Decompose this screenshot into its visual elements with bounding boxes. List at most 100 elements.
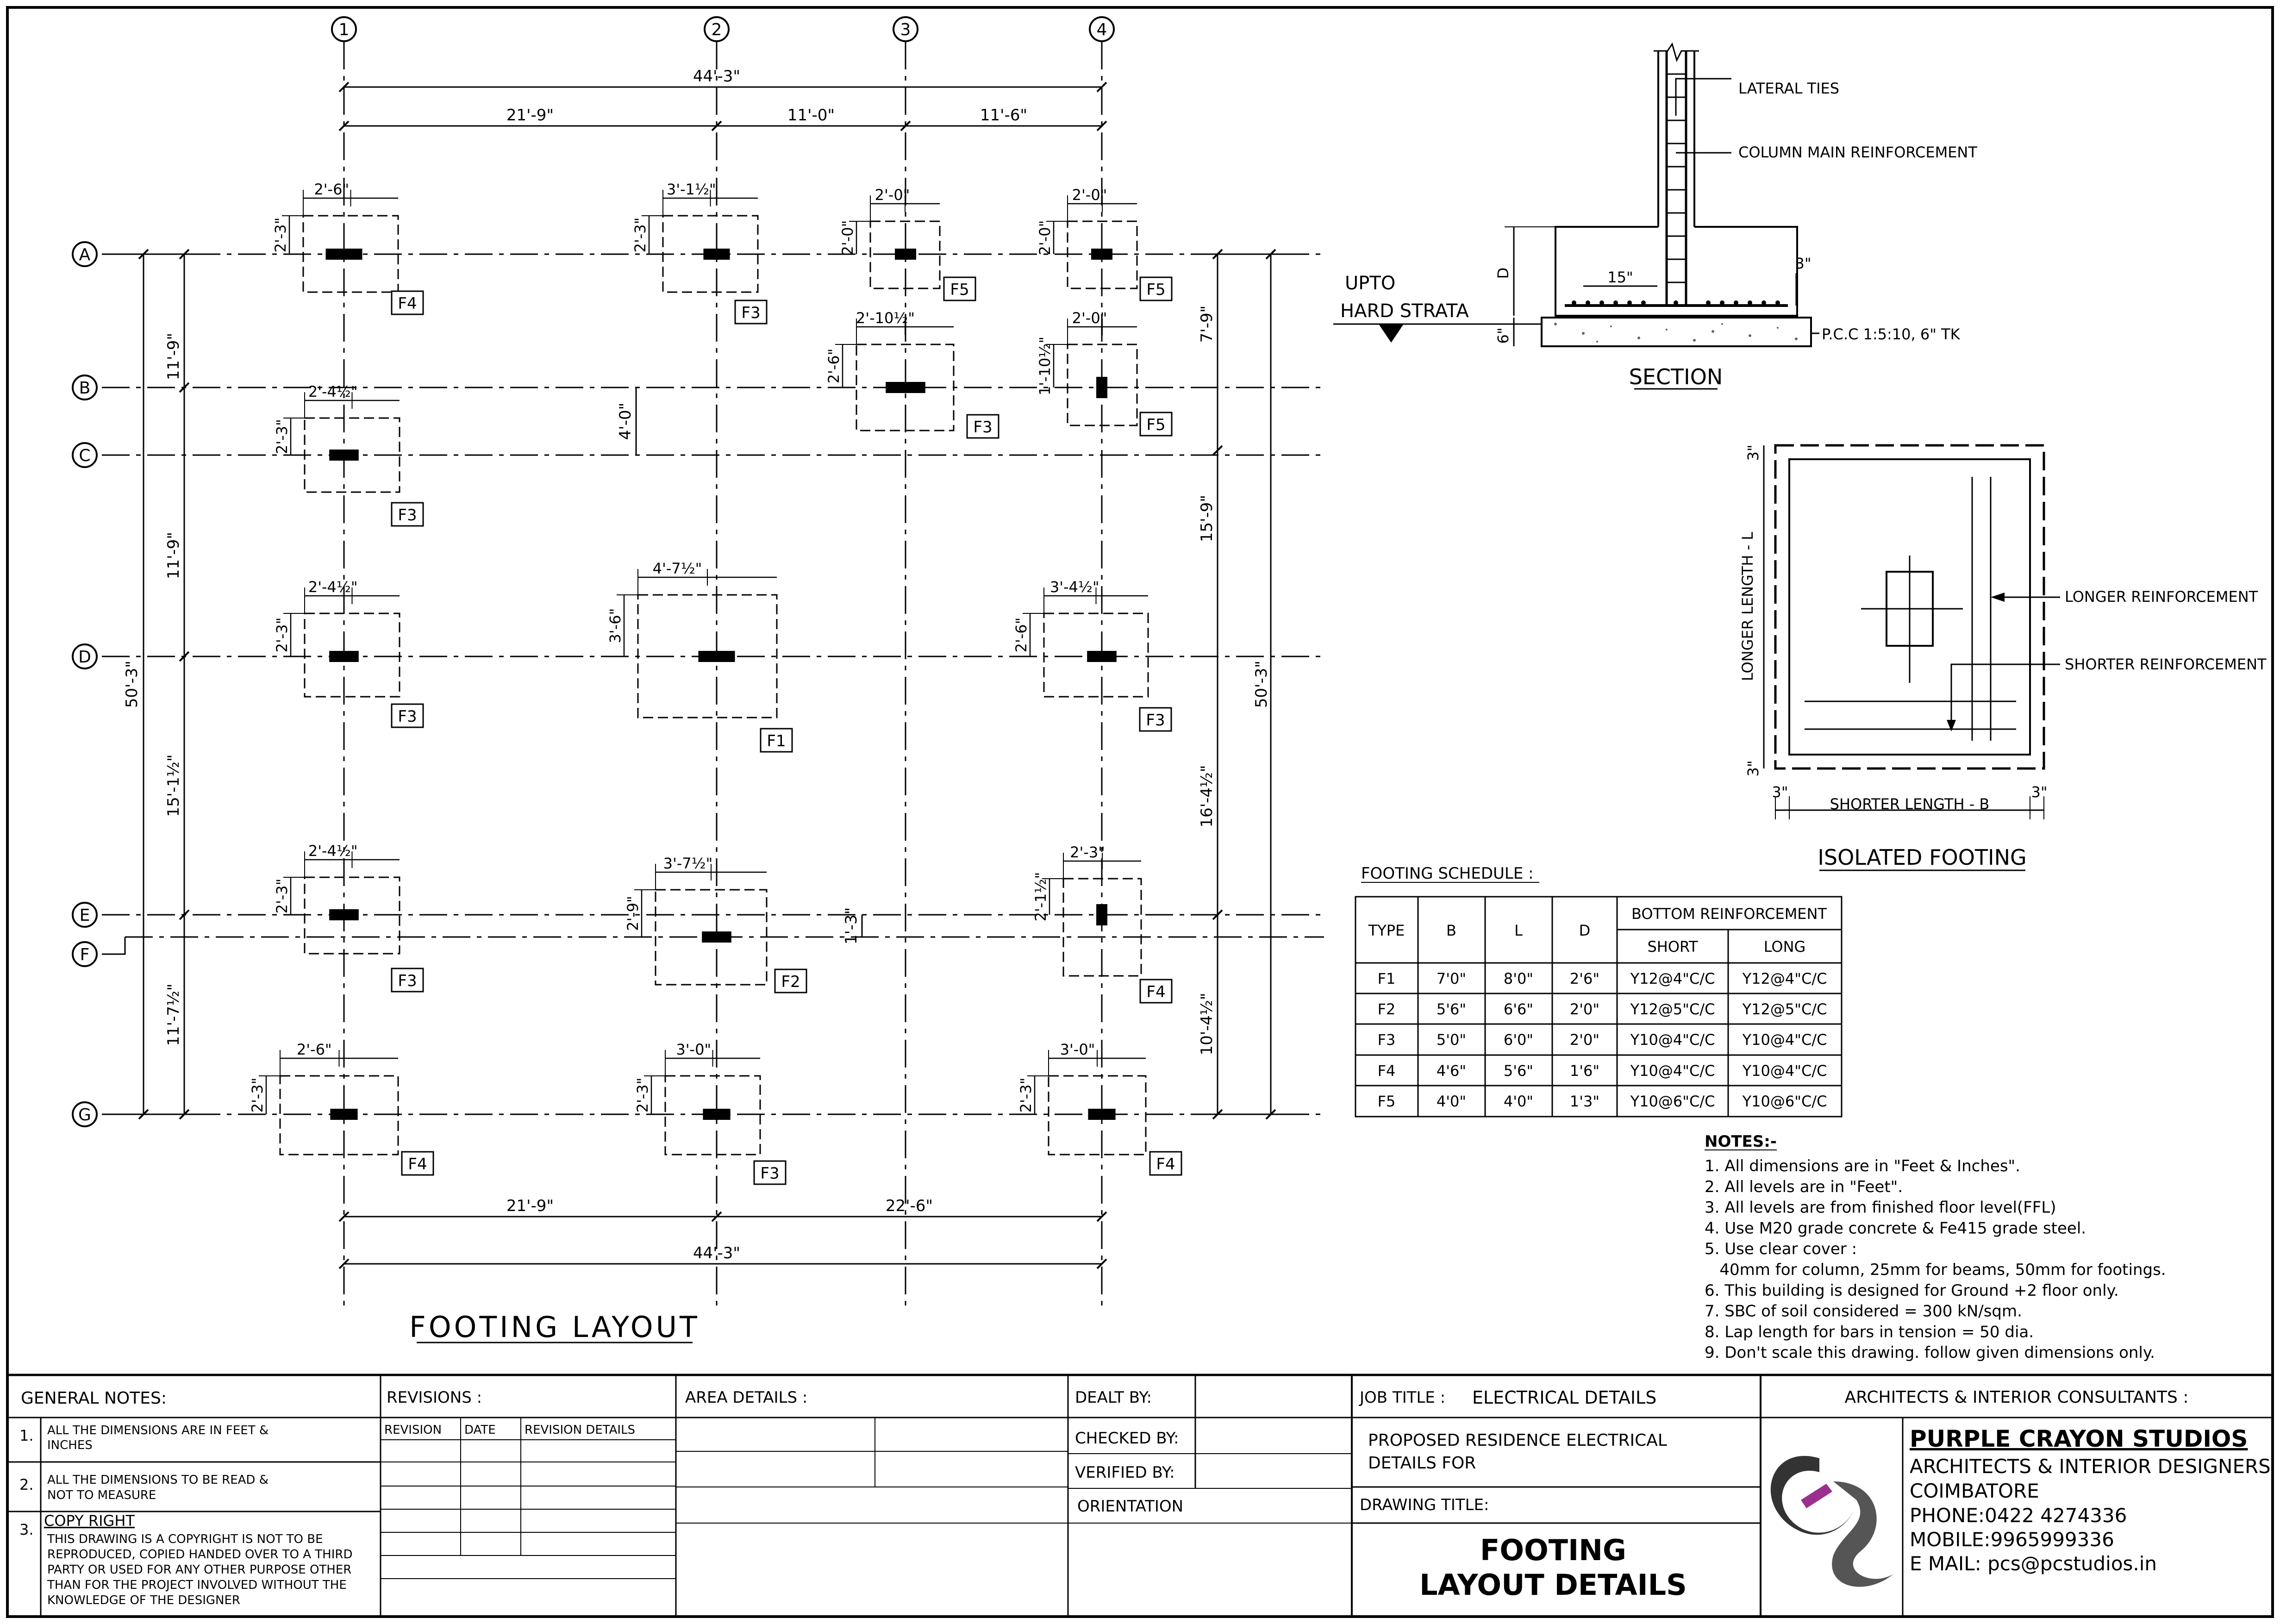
footing-tag: F3	[398, 506, 417, 525]
footing-tag-box	[774, 968, 807, 993]
schedule-cell: 1'3"	[1570, 1093, 1599, 1110]
footing-schedule-table: FOOTING SCHEDULE : TYPE B L D BOTTOM REI…	[1355, 864, 1843, 1118]
footing-tag-box	[760, 728, 793, 753]
cover-top: 3"	[1744, 444, 1762, 461]
label-longer-reinf: LONGER REINFORCEMENT	[2065, 588, 2258, 606]
firm-line-5: E MAIL: pcs@pcstudios.in	[1910, 1552, 2157, 1575]
schedule-cell: 4'0"	[1504, 1093, 1533, 1110]
column-block	[895, 249, 916, 260]
footing-tag-box	[943, 276, 976, 301]
drawing-title-line-1: FOOTING	[1480, 1533, 1626, 1567]
grid-label-c: C	[79, 446, 90, 465]
note-line: 9. Don't scale this drawing. follow give…	[1705, 1343, 2155, 1362]
footing-layout-plan: 1 2 3 4 A B C D E F G	[72, 16, 1324, 1344]
dim-6in: 6"	[1494, 327, 1512, 344]
footing-outline	[637, 594, 778, 718]
firm-line-4: MOBILE:9965999336	[1910, 1528, 2114, 1551]
firm-line-1: ARCHITECTS & INTERIOR DESIGNERS	[1910, 1455, 2271, 1478]
footing-height-label: 2'-3"	[273, 879, 291, 914]
schedule-cell: Y10@6"C/C	[1742, 1093, 1827, 1110]
footing-width-label: 2'-6"	[297, 1041, 332, 1058]
schedule-cell: Y12@5"C/C	[1742, 1000, 1827, 1018]
dim-right-seg1: 7'-9"	[1198, 306, 1216, 343]
dim-left-seg1: 11'-9"	[164, 333, 183, 380]
schedule-cell: 6'6"	[1504, 1000, 1533, 1018]
job-title-label: JOB TITLE :	[1359, 1388, 1445, 1407]
dim-15in: 15"	[1607, 269, 1633, 286]
schedule-cell: 2'6"	[1570, 970, 1599, 987]
footing-width-label: 2'-3"	[1070, 843, 1105, 861]
schedule-cell: 5'6"	[1437, 1000, 1466, 1018]
column-block	[698, 651, 735, 662]
footing-outline	[1048, 1075, 1147, 1156]
footing-outline	[279, 1075, 399, 1156]
column-block	[702, 931, 731, 943]
gn-1-line-2: INCHES	[47, 1438, 93, 1452]
dim-right-seg4: 10'-4½"	[1198, 993, 1216, 1055]
schedule-title: FOOTING SCHEDULE :	[1361, 864, 1534, 883]
footing-tag: F3	[398, 972, 417, 990]
grid-label-a: A	[79, 245, 91, 264]
grid-label-d: D	[78, 648, 91, 667]
schedule-cell: Y10@4"C/C	[1742, 1031, 1827, 1049]
gn-2-line-1: ALL THE DIMENSIONS TO BE READ &	[47, 1473, 269, 1487]
project-line-1: PROPOSED RESIDENCE ELECTRICAL	[1368, 1431, 1667, 1450]
note-line: 5. Use clear cover :	[1705, 1240, 1857, 1258]
footing-tag-box	[391, 502, 424, 527]
footing-height-label: 2'-1½"	[1032, 872, 1049, 922]
column-block	[1087, 651, 1117, 662]
footing-12: F23'-7½"2'-9"	[624, 855, 807, 993]
schedule-cell: 1'6"	[1570, 1062, 1599, 1080]
note-line: 6. This building is designed for Ground …	[1705, 1281, 2119, 1300]
footing-10: F33'-4½"2'-6"	[1012, 578, 1172, 732]
schedule-cell: Y10@6"C/C	[1630, 1093, 1715, 1110]
cover-right: 3"	[2031, 783, 2047, 801]
dimension-ticks	[138, 81, 1276, 1269]
gn-3-num: 3.	[19, 1521, 34, 1538]
column-block	[1096, 377, 1107, 398]
footing-outline	[1062, 878, 1142, 977]
footing-tag: F2	[781, 973, 800, 991]
gn-3-line-3: PARTY OR USED FOR ANY OTHER PURPOSE OTHE…	[47, 1563, 351, 1577]
footing-7: F32'-4½"2'-3"	[273, 383, 424, 527]
schedule-cell: F2	[1378, 1000, 1396, 1018]
footing-tag: F5	[1146, 281, 1165, 299]
footing-tag-box	[753, 1160, 787, 1185]
firm-line-2: COIMBATORE	[1910, 1480, 2039, 1502]
dim-top-total: 44'-3"	[693, 67, 740, 86]
footing-tag: F4	[1156, 1155, 1175, 1174]
footing-16: F43'-0"2'-3"	[1017, 1041, 1182, 1176]
column-block	[330, 1109, 358, 1120]
rev-col-date: DATE	[464, 1423, 496, 1437]
schedule-cell: 5'6"	[1504, 1062, 1533, 1080]
schedule-cell: Y12@4"C/C	[1742, 970, 1827, 987]
label-hard-strata: HARD STRATA	[1340, 300, 1469, 322]
footing-tag: F1	[767, 732, 786, 750]
column-block	[703, 249, 730, 260]
dim-right-seg2: 15'-9"	[1198, 495, 1216, 542]
gn-3-line-1: THIS DRAWING IS A COPYRIGHT IS NOT TO BE	[47, 1532, 323, 1546]
footing-5: F32'-10½"2'-6"	[825, 309, 999, 439]
footing-height-label: 2'-3"	[272, 218, 289, 253]
footing-tag-box	[1139, 979, 1173, 1004]
footing-width-label: 3'-0"	[676, 1041, 711, 1058]
consultants-heading: ARCHITECTS & INTERIOR CONSULTANTS :	[1845, 1388, 2189, 1407]
footing-4: F52'-0"2'-0"	[1036, 186, 1173, 301]
label-shorter-reinf: SHORTER REINFORCEMENT	[2065, 656, 2267, 673]
grid-label-e: E	[80, 906, 90, 925]
schedule-sub-long: LONG	[1764, 938, 1806, 956]
revisions-heading: REVISIONS :	[387, 1388, 482, 1407]
rev-col-revision: REVISION	[384, 1423, 442, 1437]
column-block	[329, 651, 359, 662]
footing-height-label: 2'-3"	[249, 1078, 266, 1113]
footing-height-label: 2'-3"	[631, 218, 649, 253]
footing-tag-box	[1149, 1151, 1182, 1176]
gn-2-num: 2.	[19, 1476, 34, 1493]
dim-top-seg3: 11'-6"	[980, 106, 1027, 125]
label-pcc: P.C.C 1:5:10, 6" TK	[1822, 325, 1961, 343]
title-block	[7, 1374, 2273, 1617]
footing-width-label: 2'-0"	[1072, 186, 1107, 204]
note-line: 4. Use M20 grade concrete & Fe415 grade …	[1705, 1219, 2086, 1237]
footing-width-label: 3'-1½"	[667, 181, 716, 198]
footing-1: F42'-6"2'-3"	[272, 181, 424, 315]
